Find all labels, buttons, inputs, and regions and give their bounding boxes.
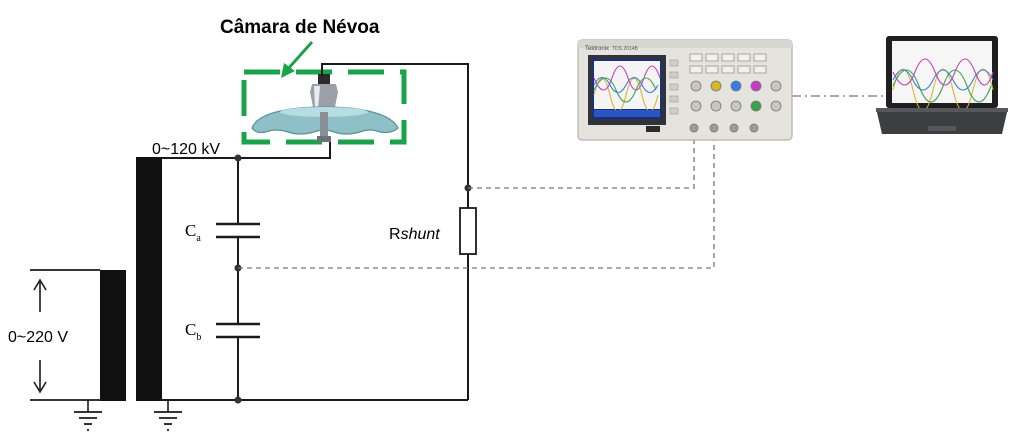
transformer-output-label: 0~120 kV <box>152 141 220 158</box>
oscilloscope-model: TDS 2014B <box>612 46 639 52</box>
shunt-resistor <box>459 207 477 255</box>
shunt-label: Rshunt <box>389 226 440 243</box>
laptop-icon <box>876 36 1008 134</box>
capacitor-ca <box>216 222 260 239</box>
transformer <box>100 157 162 401</box>
source-voltage-label: 0~220 V <box>8 329 68 346</box>
capacitor-cb-label: Cb <box>185 320 201 343</box>
chamber-arrow <box>281 41 314 78</box>
signal-lines <box>238 95 884 269</box>
junction-dots <box>234 154 472 404</box>
oscilloscope-traces <box>593 65 661 113</box>
oscilloscope: Tektronix TDS 2014B <box>577 39 793 141</box>
laptop-traces <box>892 58 994 112</box>
chamber-title: Câmara de Névoa <box>220 17 380 38</box>
ground-icon <box>74 400 102 431</box>
insulator-icon <box>251 74 399 142</box>
hv-wiring <box>148 63 469 401</box>
oscilloscope-brand: Tektronix <box>585 46 609 52</box>
ground-icon <box>154 400 182 431</box>
capacitor-cb <box>216 322 260 339</box>
capacitor-ca-label: Ca <box>185 221 201 244</box>
fog-chamber-box <box>241 69 407 145</box>
